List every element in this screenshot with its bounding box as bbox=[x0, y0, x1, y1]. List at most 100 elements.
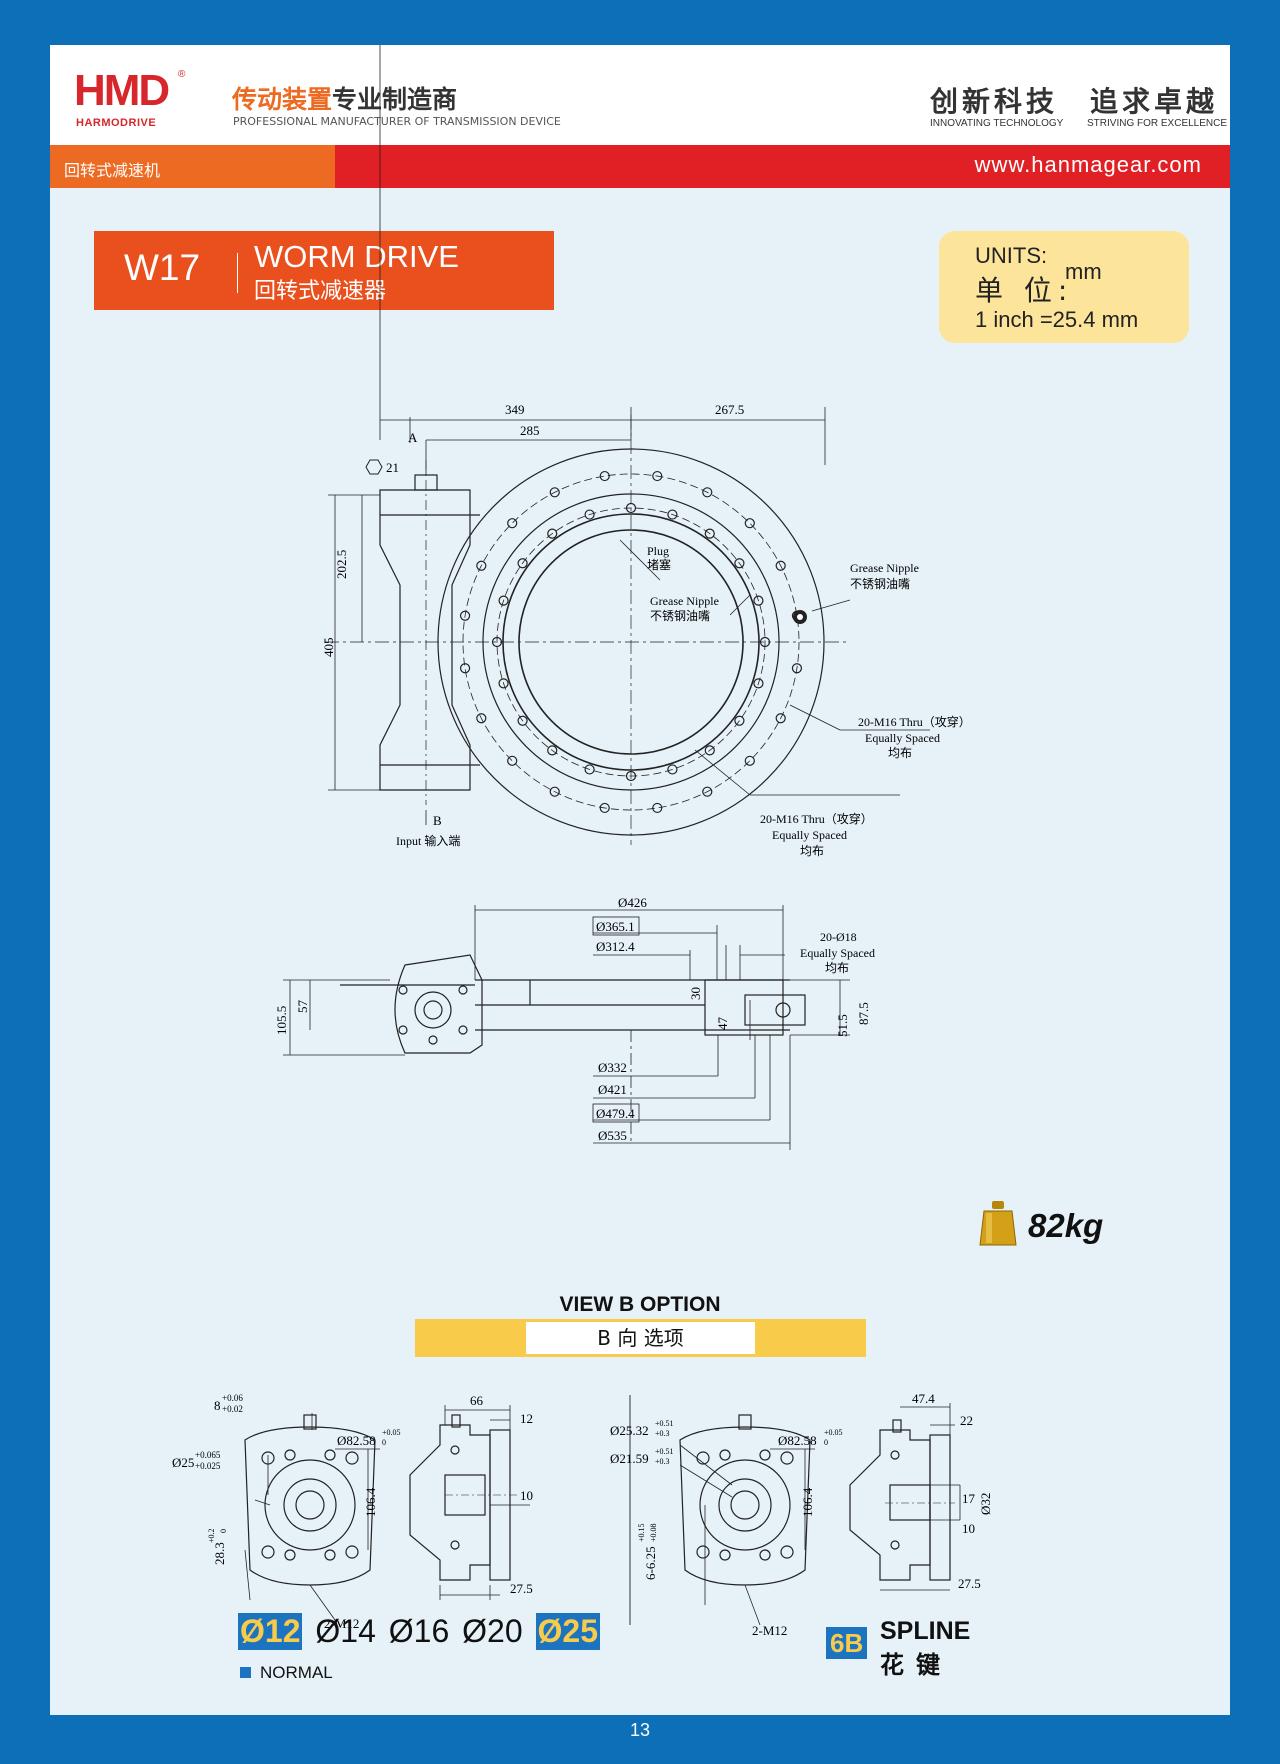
spline-dim-106-4: 106.4 bbox=[800, 1487, 815, 1517]
spline-d21-59-tol-low: +0.3 bbox=[655, 1457, 670, 1466]
bolt-hole bbox=[599, 470, 610, 482]
spline-flange-front bbox=[679, 1414, 811, 1586]
spline-d21-59: Ø21.59 bbox=[610, 1451, 649, 1466]
spline-d25-32-tol-up: +0.51 bbox=[655, 1419, 674, 1428]
brand-tagline-cn: 传动装置专业制造商 bbox=[232, 80, 457, 116]
units-conversion: 1 inch =25.4 mm bbox=[975, 307, 1139, 332]
bolt-hole bbox=[702, 487, 713, 498]
shaft-size-option: Ø14 bbox=[315, 1613, 376, 1649]
thru1-label: 20-M16 Thru（攻穿） bbox=[858, 714, 971, 729]
bolt-hole bbox=[791, 663, 803, 674]
spline-d25-32-tol-low: +0.3 bbox=[655, 1429, 670, 1438]
normal-key-tol-low: +0.02 bbox=[222, 1404, 243, 1414]
dim-349: 349 bbox=[505, 402, 525, 417]
view-b-subtitle: B 向 选项 bbox=[526, 1322, 755, 1354]
bolt-hole bbox=[584, 509, 595, 520]
legend-square-icon bbox=[240, 1667, 251, 1678]
dim-d421: Ø421 bbox=[598, 1082, 627, 1097]
bolt-hole bbox=[549, 487, 560, 498]
bolt-hole bbox=[625, 770, 637, 782]
inner-bolt-holes bbox=[491, 502, 771, 782]
brand-logo: HMD bbox=[74, 66, 170, 115]
normal-dim-106-4: 106.4 bbox=[363, 1487, 378, 1517]
dim-d535: Ø535 bbox=[598, 1128, 627, 1143]
bolt-hole bbox=[476, 560, 487, 571]
spline-pilot-tol-low: 0 bbox=[824, 1438, 828, 1447]
model-number: W17 bbox=[124, 247, 201, 288]
bolt-hole bbox=[459, 663, 471, 674]
thru2-spaced: Equally Spaced bbox=[772, 828, 847, 842]
thru1-spaced: Equally Spaced bbox=[865, 731, 940, 745]
spline-dim-tol-up: +0.15 bbox=[637, 1523, 646, 1542]
spline-d21-59-tol-up: +0.51 bbox=[655, 1447, 674, 1456]
weight-icon bbox=[979, 1201, 1017, 1246]
dim-267-5: 267.5 bbox=[715, 402, 744, 417]
normal-flange-side bbox=[409, 1414, 520, 1581]
catalog-page: HMD ® HARMODRIVE 传动装置专业制造商 PROFESSIONAL … bbox=[50, 45, 1230, 1715]
bolt-hole bbox=[476, 713, 487, 724]
normal-pilot-tol-up: +0.05 bbox=[382, 1428, 401, 1437]
units-label-en: UNITS: bbox=[975, 243, 1048, 268]
spline-d32: Ø32 bbox=[978, 1493, 993, 1515]
spline-flange-side bbox=[849, 1419, 955, 1581]
dim-d365-1: Ø365.1 bbox=[596, 919, 635, 934]
grease-nipple2-label-cn: 不锈钢油嘴 bbox=[650, 609, 710, 623]
bolt-hole bbox=[734, 558, 745, 569]
spline-dim-10: 10 bbox=[962, 1521, 975, 1536]
grease-nipple2-label-en: Grease Nipple bbox=[650, 594, 719, 608]
normal-keyway-tol-low: 0 bbox=[219, 1529, 228, 1533]
normal-key-tol-up: +0.06 bbox=[222, 1393, 243, 1403]
dim-202-5: 202.5 bbox=[334, 550, 349, 579]
brand-tagline-cn-orange: 传动装置 bbox=[232, 85, 333, 114]
units-value: mm bbox=[1065, 259, 1102, 284]
dim-30: 30 bbox=[688, 987, 703, 1000]
hex-size: 21 bbox=[386, 460, 399, 475]
spline-dim-tol-low: +0.08 bbox=[649, 1523, 658, 1542]
dim-47: 47 bbox=[715, 1017, 730, 1031]
normal-dim-66: 66 bbox=[470, 1393, 484, 1408]
spline-tap: 2-M12 bbox=[752, 1623, 787, 1638]
label-b: B bbox=[433, 813, 442, 828]
website-url: www.hanmagear.com bbox=[974, 152, 1202, 177]
dim-285: 285 bbox=[520, 423, 540, 438]
product-name-cn: 回转式减速器 bbox=[254, 279, 387, 304]
normal-dim-10: 10 bbox=[520, 1488, 533, 1503]
top-view-drawing: 349 267.5 285 A 21 202.5 405 Plug 堵塞 Gre… bbox=[172, 45, 993, 1638]
normal-shaft-dim: Ø25 bbox=[172, 1455, 194, 1470]
bolt-hole bbox=[507, 755, 518, 766]
dim-d426: Ø426 bbox=[618, 895, 647, 910]
thru2-label: 20-M16 Thru（攻穿） bbox=[760, 811, 873, 826]
dim-87-5: 87.5 bbox=[856, 1002, 871, 1025]
plug-label-cn: 堵塞 bbox=[647, 557, 671, 572]
normal-legend: NORMAL bbox=[240, 1663, 333, 1683]
url-bar bbox=[335, 145, 1230, 188]
units-box: UNITS: 单 位: mm 1 inch =25.4 mm bbox=[939, 231, 1189, 343]
category-bar bbox=[50, 145, 335, 188]
product-name-en: WORM DRIVE bbox=[254, 239, 459, 274]
units-label-cn: 单 位: bbox=[975, 274, 1074, 307]
bolt-hole bbox=[517, 558, 528, 569]
view-b-title: VIEW B OPTION bbox=[559, 1293, 721, 1316]
spline-dim: 6-6.25 bbox=[643, 1546, 658, 1580]
bolt-hole bbox=[702, 786, 713, 797]
input-label: Input 输入端 bbox=[396, 833, 460, 848]
normal-dim-12: 12 bbox=[520, 1411, 533, 1426]
bolt-hole bbox=[491, 636, 503, 648]
normal-tap: 2-M12 bbox=[324, 1616, 359, 1631]
brand-tagline-cn-dark: 专业制造商 bbox=[332, 85, 458, 114]
hex-icon bbox=[365, 459, 383, 475]
bolt-hole bbox=[759, 636, 771, 648]
dim-d332: Ø332 bbox=[598, 1060, 627, 1075]
shaft-size-option: Ø25 bbox=[535, 1613, 600, 1650]
bolt-hole bbox=[498, 678, 509, 689]
slogan-excellence-en: STRIVING FOR EXCELLENCE bbox=[1087, 118, 1228, 129]
bolt-hole bbox=[517, 715, 528, 726]
normal-pilot-dim: Ø82.58 bbox=[337, 1433, 376, 1448]
grease-nipple-label-cn: 不锈钢油嘴 bbox=[850, 577, 910, 591]
normal-shaft-tol-low: +0.025 bbox=[195, 1461, 221, 1471]
bolt-hole bbox=[625, 502, 637, 514]
dim-105-5: 105.5 bbox=[274, 1006, 289, 1035]
bolt-hole bbox=[744, 518, 755, 529]
bolt-hole bbox=[744, 755, 755, 766]
page-header: HMD ® HARMODRIVE 传动装置专业制造商 PROFESSIONAL … bbox=[50, 45, 1230, 145]
